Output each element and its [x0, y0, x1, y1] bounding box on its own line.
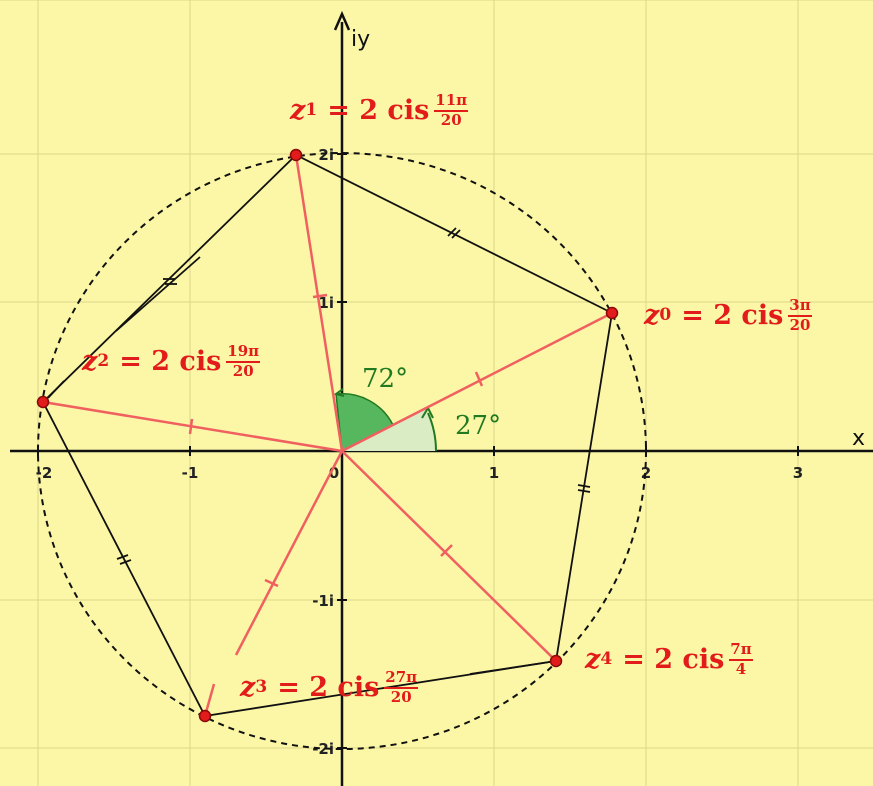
- arc-27: [427, 412, 438, 452]
- point-z3: [198, 709, 212, 723]
- x-axis-label: x: [852, 426, 865, 451]
- radius-z4: [341, 450, 557, 662]
- label-leaders: [47, 256, 557, 675]
- x-tick-label: 0: [329, 464, 339, 482]
- label-z0-expr: = 2 cis: [681, 300, 784, 332]
- label-z1-base: z: [290, 95, 306, 127]
- point-z2: [36, 395, 50, 409]
- label-z1-sub: 1: [305, 100, 318, 121]
- points: [36, 148, 619, 723]
- radius-tick-marks: [188, 293, 484, 588]
- y-tick-label: 2i: [318, 146, 334, 164]
- label-z2-base: z: [82, 346, 98, 378]
- radius-z3: [234, 450, 344, 656]
- label-z4-sub: 4: [600, 649, 613, 670]
- y-tick-label: 1i: [318, 294, 334, 312]
- label-z3-expr: = 2 cis: [277, 672, 380, 704]
- y-axis-label: iy: [351, 27, 370, 52]
- radius-z2: [42, 400, 343, 453]
- pentagon-tick-marks: [116, 227, 591, 565]
- x-tick-label: 3: [793, 464, 803, 482]
- y-axis-arrow: [333, 10, 351, 31]
- radius-z0: [341, 311, 613, 453]
- label-z3-base: z: [240, 672, 256, 704]
- label-z0-base: z: [644, 300, 660, 332]
- label-z2-expr: = 2 cis: [119, 346, 222, 378]
- dashed-circle: [37, 152, 647, 750]
- pentagon: [41, 153, 613, 717]
- y-tick-label: -1i: [312, 592, 334, 610]
- x-tick-label: 1: [489, 464, 499, 482]
- angle-label-27: 27°: [455, 411, 502, 441]
- label-z4-base: z: [585, 644, 601, 676]
- point-z0: [605, 306, 619, 320]
- y-tick-label: -2i: [312, 740, 334, 758]
- label-z3-sub: 3: [255, 677, 268, 698]
- x-tick-label: -1: [182, 464, 199, 482]
- point-z1: [289, 148, 303, 162]
- radius-z1: [294, 154, 344, 452]
- radius-lines: [42, 154, 613, 717]
- point-z4: [549, 654, 563, 668]
- label-z0-sub: 0: [659, 305, 672, 326]
- arc-arrow-72: [333, 388, 345, 397]
- label-z4-expr: = 2 cis: [622, 644, 725, 676]
- label-z1-expr: = 2 cis: [327, 95, 430, 127]
- label-z2-sub: 2: [97, 351, 110, 372]
- angle-label-72: 72°: [362, 364, 409, 394]
